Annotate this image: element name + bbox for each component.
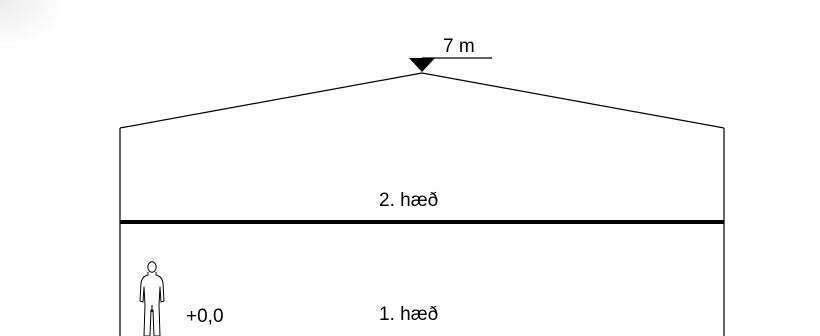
base-elevation-label: +0,0	[186, 306, 224, 327]
elevation-triangle-icon	[409, 58, 435, 72]
top-elevation-label: 7 m	[443, 36, 475, 57]
ground-floor-label: 1. hæð	[379, 304, 438, 325]
corner-shade	[0, 0, 60, 42]
roof-left-slope	[119, 72, 423, 129]
person-silhouette-icon	[139, 261, 165, 336]
upper-floor-label: 2. hæð	[379, 190, 438, 211]
roof-right-slope	[421, 72, 725, 129]
